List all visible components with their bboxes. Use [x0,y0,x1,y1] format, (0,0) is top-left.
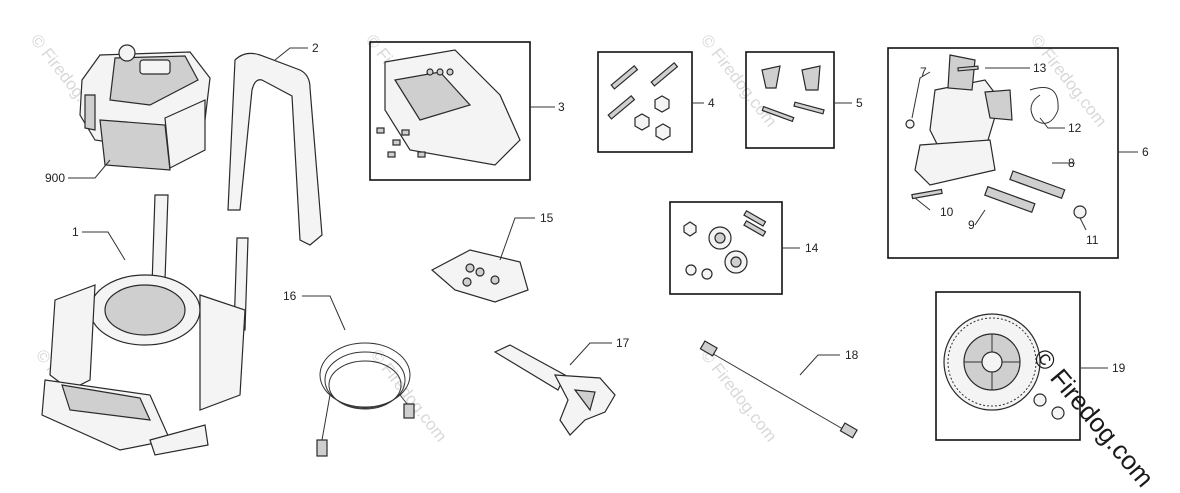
callout-5: 5 [856,96,863,110]
callout-1: 1 [72,225,79,239]
callout-8: 8 [1068,156,1075,170]
callout-19: 19 [1112,361,1126,375]
callout-2: 2 [312,41,319,55]
callout-900: 900 [45,171,65,185]
hose-part [316,342,415,457]
callout-6: 6 [1142,145,1149,159]
pump-assembly-part [887,47,1119,259]
callout-11: 11 [1086,233,1099,247]
spray-gun-part [493,344,616,436]
clip-kit-part [745,51,835,149]
callout-16: 16 [283,289,297,303]
callout-13: 13 [1033,61,1047,75]
engine-part [79,44,211,171]
firedog-watermark: © Firedog.com [1027,343,1160,493]
panel-part [369,41,531,181]
bolt-kit-part [597,51,693,153]
faint-watermark: © Firedog.com [1027,31,1111,131]
leader-lines [68,47,1138,376]
callout-4: 4 [708,96,715,110]
frame-part [41,194,249,456]
wand-part [699,340,858,439]
callout-3: 3 [558,100,565,114]
callout-10: 10 [940,205,954,219]
nozzle-bag-part [430,249,529,303]
callout-9: 9 [968,218,975,232]
handle-part [227,52,323,246]
callout-labels: 900 1 2 3 4 5 6 7 13 12 8 9 10 11 15 14 … [45,41,1149,375]
wheel-part [935,291,1081,441]
callout-12: 12 [1068,121,1082,135]
faint-watermark: © Firedog.com [697,346,781,446]
callout-17: 17 [616,336,630,350]
callout-7: 7 [920,65,927,79]
callout-14: 14 [805,241,819,255]
callout-18: 18 [845,348,859,362]
callout-15: 15 [540,211,554,225]
bearing-kit-part [669,201,783,295]
faint-watermark: © Firedog.com [367,346,451,446]
